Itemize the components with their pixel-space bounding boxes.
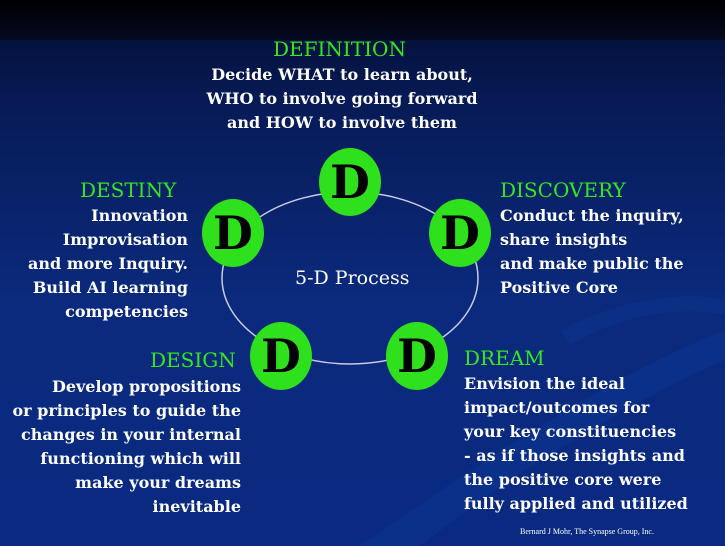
design-line: Develop propositions [51, 377, 241, 396]
destiny-line: Build AI learning [32, 278, 188, 297]
node-letter: D [440, 206, 480, 260]
design-line: make your dreams [75, 473, 241, 492]
dream-text: Envision the ideal impact/outcomes for y… [464, 372, 688, 516]
definition-line: WHO to involve going forward [206, 89, 478, 108]
node-letter: D [397, 329, 437, 383]
definition-node: D [319, 148, 381, 216]
destiny-text: Innovation Improvisation and more Inquir… [10, 204, 188, 324]
node-letter: D [330, 155, 370, 209]
credit-text: Bernard J Mohr, The Synapse Group, Inc. [520, 527, 654, 536]
dream-line: impact/outcomes for [464, 398, 650, 417]
dream-line: Envision the ideal [464, 374, 625, 393]
destiny-line: competencies [65, 302, 188, 321]
definition-heading: DEFINITION [273, 37, 406, 61]
destiny-line: Innovation [91, 206, 188, 225]
destiny-heading: DESTINY [80, 178, 177, 202]
discovery-line: and make public the [500, 254, 684, 273]
discovery-heading: DISCOVERY [500, 178, 626, 202]
discovery-line: share insights [500, 230, 628, 249]
process-label: 5-D Process [295, 267, 410, 289]
design-line: inevitable [152, 497, 241, 516]
discovery-line: Conduct the inquiry, [500, 206, 684, 225]
destiny-line: Improvisation [62, 230, 188, 249]
discovery-node: D [429, 199, 491, 267]
design-text: Develop propositions or principles to gu… [10, 375, 241, 519]
node-letter: D [261, 329, 301, 383]
definition-text: Decide WHAT to learn about, WHO to invol… [190, 63, 494, 135]
definition-line: and HOW to involve them [227, 113, 457, 132]
discovery-line: Positive Core [500, 278, 618, 297]
node-letter: D [213, 206, 253, 260]
design-line: functioning which will [40, 449, 241, 468]
discovery-text: Conduct the inquiry, share insights and … [500, 204, 684, 300]
dream-heading: DREAM [464, 346, 545, 370]
design-line: or principles to guide the [12, 401, 241, 420]
top-band [0, 0, 725, 40]
dream-line: - as if those insights and [464, 446, 685, 465]
dream-node: D [386, 322, 448, 390]
design-heading: DESIGN [150, 348, 236, 372]
destiny-node: D [202, 199, 264, 267]
destiny-line: and more Inquiry. [27, 254, 188, 273]
design-node: D [250, 322, 312, 390]
definition-line: Decide WHAT to learn about, [211, 65, 473, 84]
dream-line: your key constituencies [464, 422, 677, 441]
dream-line: the positive core were [464, 470, 662, 489]
dream-line: fully applied and utilized [464, 494, 688, 513]
design-line: changes in your internal [21, 425, 241, 444]
